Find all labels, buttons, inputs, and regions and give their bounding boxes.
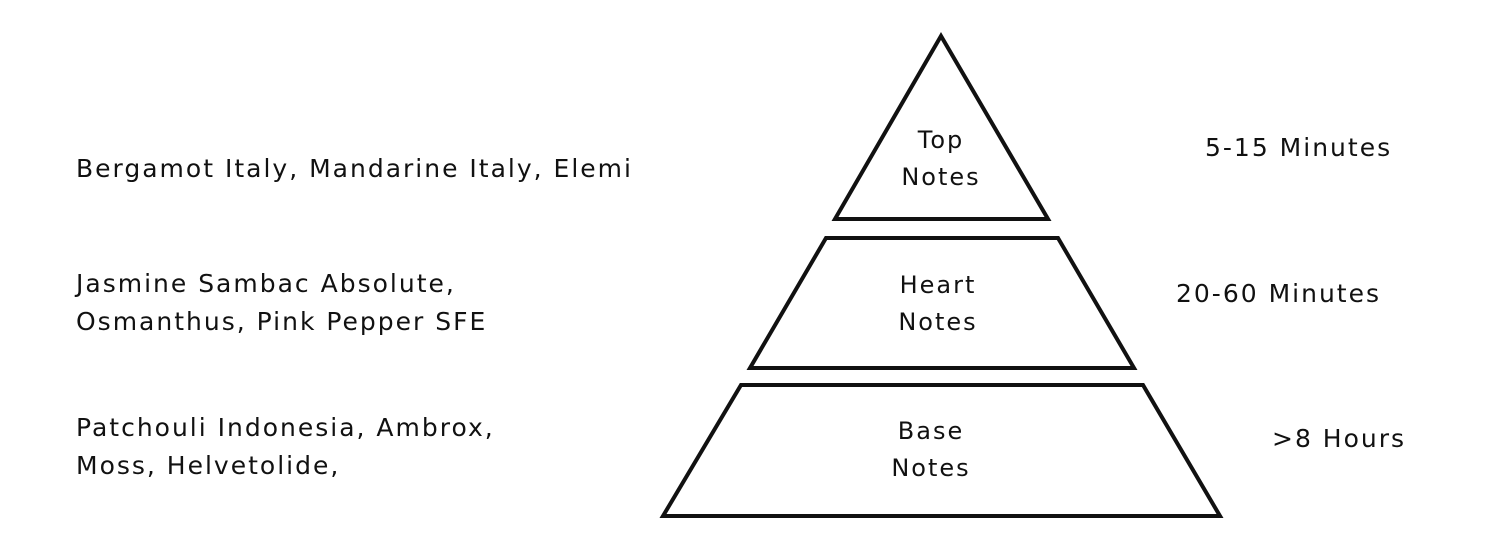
top-notes-ingredients: Bergamot Italy, Mandarine Italy, Elemi [76,150,633,188]
heart-notes-ingredients: Jasmine Sambac Absolute, Osmanthus, Pink… [76,265,487,341]
label-line: Heart [899,271,977,299]
ingredients-line: Moss, Helvetolide, [76,451,341,480]
label-line: Notes [901,163,981,191]
top-notes-label: Top Notes [841,122,1041,196]
label-line: Base [897,417,965,445]
label-line: Notes [898,308,978,336]
base-notes-ingredients: Patchouli Indonesia, Ambrox, Moss, Helve… [76,409,495,485]
heart-notes-label: Heart Notes [838,267,1038,341]
label-line: Top [917,126,965,154]
base-notes-label: Base Notes [831,413,1031,487]
top-notes-duration: 5-15 Minutes [1205,133,1393,162]
heart-notes-duration: 20-60 Minutes [1176,279,1382,308]
ingredients-line: Jasmine Sambac Absolute, [76,269,456,298]
base-notes-duration: >8 Hours [1272,424,1407,453]
base-tier-shape [659,383,1224,518]
top-tier-shape [831,32,1052,221]
ingredients-line: Bergamot Italy, Mandarine Italy, Elemi [76,154,633,183]
ingredients-line: Patchouli Indonesia, Ambrox, [76,413,495,442]
ingredients-line: Osmanthus, Pink Pepper SFE [76,307,488,336]
label-line: Notes [891,454,971,482]
heart-tier-shape [746,236,1138,370]
